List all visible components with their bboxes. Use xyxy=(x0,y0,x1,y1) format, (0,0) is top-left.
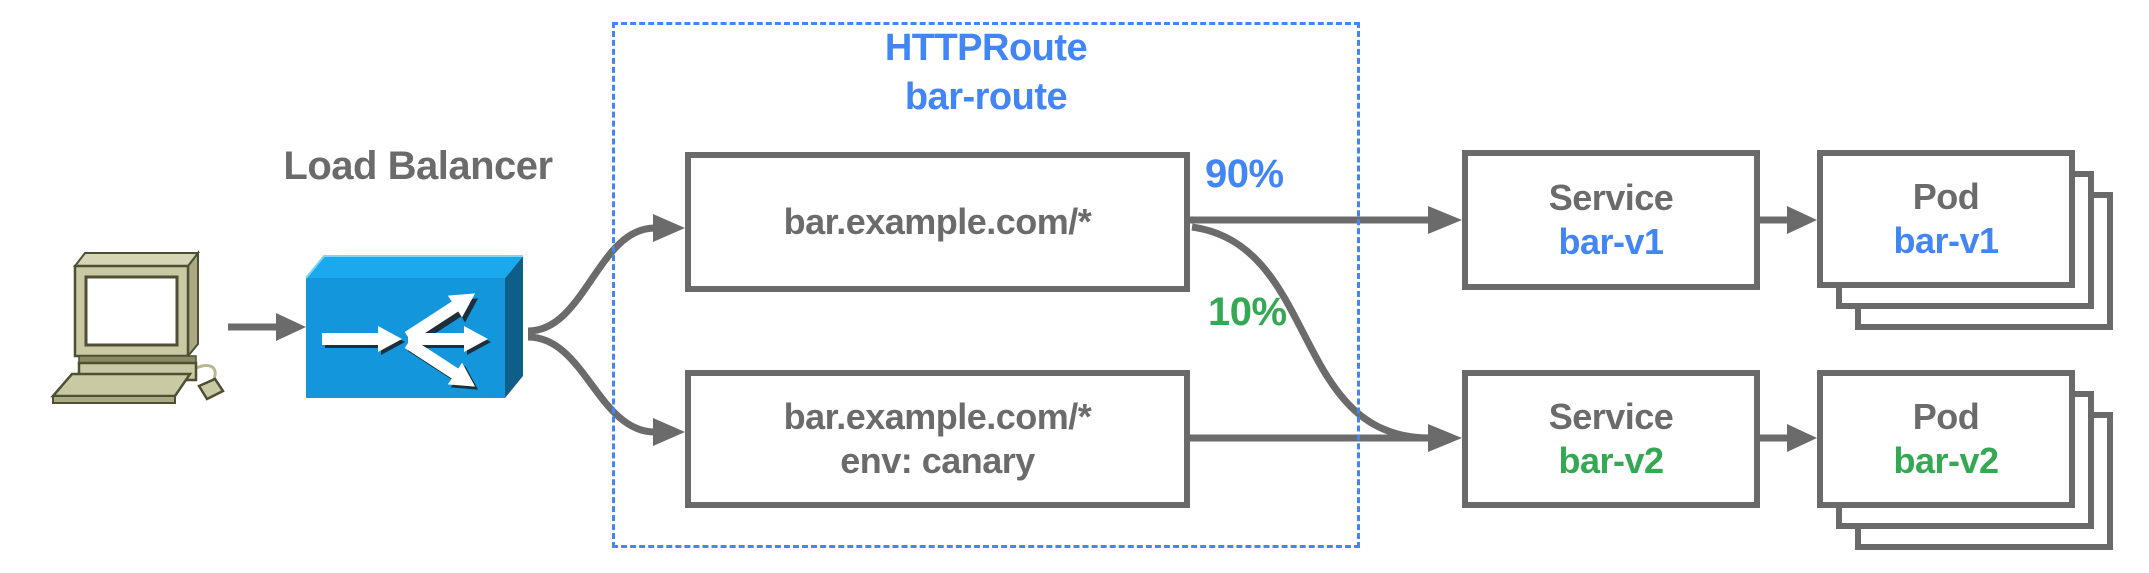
arrow-lb-to-rule-canary xyxy=(527,333,685,446)
pod-kind-label: Pod xyxy=(1912,396,1980,437)
service-kind-label: Service xyxy=(1548,396,1674,437)
service-kind-label: Service xyxy=(1548,177,1674,218)
httproute-name-label: bar-route xyxy=(904,76,1068,118)
weight-label-canary: 10% xyxy=(1208,290,1287,334)
arrow-lb-to-rule-primary xyxy=(527,214,685,335)
httproute-kind-label: HTTPRoute xyxy=(884,27,1088,69)
httproute-group-title: HTTPRoute bar-route xyxy=(612,24,1360,122)
route-rule-canary-box: bar.example.com/* env: canary xyxy=(685,370,1190,508)
pod-name-label: bar-v1 xyxy=(1893,220,1999,261)
arrow-rule-canary-to-service-v2 xyxy=(1190,424,1462,452)
pod-name-label: bar-v2 xyxy=(1893,440,1999,481)
service-name-label: bar-v2 xyxy=(1558,440,1664,481)
arrow-rule-primary-to-service-v2-canary xyxy=(1191,223,1431,442)
route-rule-primary-match: bar.example.com/* xyxy=(783,201,1092,242)
pod-kind-label: Pod xyxy=(1912,176,1980,217)
pod-bar-v2-box: Pod bar-v2 xyxy=(1817,370,2075,508)
route-rule-canary-match: bar.example.com/* xyxy=(783,396,1092,437)
route-rule-canary-header: env: canary xyxy=(840,440,1035,481)
httproute-group-box xyxy=(612,22,1360,548)
arrow-service-v1-to-pod-v1 xyxy=(1760,206,1817,234)
arrow-rule-primary-to-service-v1 xyxy=(1190,206,1462,234)
service-name-label: bar-v1 xyxy=(1558,221,1664,262)
pod-bar-v1-box: Pod bar-v1 xyxy=(1817,150,2075,288)
arrow-service-v2-to-pod-v2 xyxy=(1760,424,1817,452)
weight-label-primary: 90% xyxy=(1205,152,1284,196)
load-balancer-icon xyxy=(305,255,523,401)
route-rule-primary-box: bar.example.com/* xyxy=(685,152,1190,292)
service-bar-v1-box: Service bar-v1 xyxy=(1462,150,1760,290)
desktop-computer-icon xyxy=(50,250,225,404)
service-bar-v2-box: Service bar-v2 xyxy=(1462,370,1760,508)
arrow-client-to-lb xyxy=(228,313,306,341)
load-balancer-label: Load Balancer xyxy=(283,144,553,188)
